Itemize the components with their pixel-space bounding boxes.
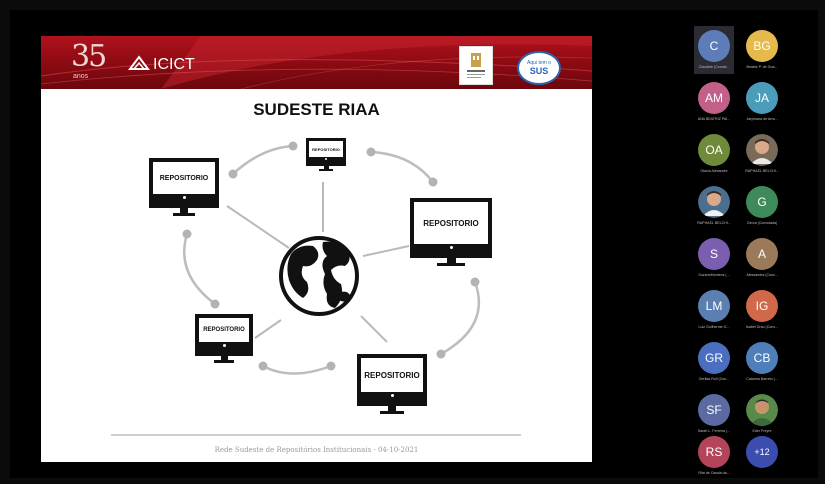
participant-name: RAPHAEL BELCHI... bbox=[697, 221, 731, 225]
building-icon bbox=[467, 53, 485, 78]
connector-lines bbox=[226, 182, 410, 343]
more-participants-button[interactable]: +12 bbox=[742, 432, 782, 480]
outer-arcs bbox=[183, 144, 481, 375]
avatar: C bbox=[698, 30, 730, 62]
participant-tile[interactable]: RAPHAEL BELCHI... bbox=[742, 130, 782, 178]
arc-endpoints bbox=[182, 141, 480, 371]
avatar: S bbox=[698, 238, 730, 270]
participant-name: Alessandra (Conv... bbox=[746, 273, 778, 277]
fiocruz-35-logo: 35 anos bbox=[71, 39, 107, 81]
icict-logo-icon bbox=[128, 55, 150, 70]
participant-tile[interactable]: SF Sarah L. Ferreira (... bbox=[694, 390, 734, 438]
globe-icon bbox=[279, 236, 359, 316]
participant-tile[interactable]: C Claudete (Convid... bbox=[694, 26, 734, 74]
avatar: SF bbox=[698, 394, 730, 426]
repository-monitor-3: REPOSITORIO bbox=[410, 198, 492, 266]
participant-tile[interactable]: RAPHAEL BELCHI... bbox=[694, 182, 734, 230]
participant-name: Catarina Barreto (... bbox=[746, 377, 778, 381]
participant-name: Jarymana de Arra... bbox=[746, 117, 778, 121]
repository-monitor-4: REPOSITORIO bbox=[195, 314, 253, 363]
logo-number: 35 bbox=[71, 39, 107, 74]
sus-badge: Aqui tem o SUS bbox=[517, 51, 561, 85]
avatar: LM bbox=[698, 290, 730, 322]
participant-name: Beatriz P. de Gua... bbox=[746, 65, 778, 69]
participant-tile[interactable]: GR Gerilda Roll (Con... bbox=[694, 338, 734, 386]
avatar: GR bbox=[698, 342, 730, 374]
slide-footer: Rede Sudeste de Repositórios Institucion… bbox=[214, 446, 419, 454]
participant-name: Luiz Guilherme G... bbox=[698, 325, 730, 329]
participant-tile[interactable]: G Gerva (Convidada) bbox=[742, 182, 782, 230]
participant-photo bbox=[698, 186, 730, 218]
repository-label: REPOSITORIO bbox=[309, 141, 343, 157]
participant-tile[interactable]: S SuzaneMontens (... bbox=[694, 234, 734, 282]
participant-tile[interactable]: IG Isabel Grau (Conv... bbox=[742, 286, 782, 334]
repository-monitor-1: REPOSITORIO bbox=[149, 158, 219, 216]
logo-anos: anos bbox=[73, 73, 89, 80]
repository-monitor-5: REPOSITORIO bbox=[357, 354, 427, 414]
participant-name: RAPHAEL BELCHI... bbox=[745, 169, 779, 173]
avatar: JA bbox=[746, 82, 778, 114]
repository-label: REPOSITORIO bbox=[414, 202, 488, 244]
participant-name: SuzaneMontens (... bbox=[698, 273, 730, 277]
avatar: IG bbox=[746, 290, 778, 322]
avatar: RS bbox=[698, 436, 730, 468]
participant-tile[interactable]: CB Catarina Barreto (... bbox=[742, 338, 782, 386]
participant-tile[interactable]: LM Luiz Guilherme G... bbox=[694, 286, 734, 334]
participant-tile[interactable]: Eder Freyre bbox=[742, 390, 782, 438]
participant-tile[interactable]: RS Rita de Cassia da... bbox=[694, 432, 734, 480]
participant-name: Otavio Alexandre bbox=[700, 169, 728, 173]
participant-name: Isabel Grau (Conv... bbox=[746, 325, 778, 329]
participant-photo bbox=[746, 394, 778, 426]
participant-name: Gerilda Roll (Con... bbox=[698, 377, 730, 381]
institution-badge bbox=[459, 46, 493, 85]
participant-tile[interactable]: BG Beatriz P. de Gua... bbox=[742, 26, 782, 74]
footer-divider bbox=[111, 434, 521, 436]
sus-badge-top: Aqui tem o bbox=[527, 60, 551, 66]
shared-slide: 35 anos ICICT Aqui tem o SUS SUDESTE RIA… bbox=[41, 36, 592, 462]
avatar: BG bbox=[746, 30, 778, 62]
sus-badge-label: SUS bbox=[529, 66, 549, 76]
network-diagram bbox=[182, 141, 481, 375]
participant-tile[interactable]: JA Jarymana de Arra... bbox=[742, 78, 782, 126]
slide-title: SUDESTE RIAA bbox=[253, 100, 380, 119]
participant-name: ANA BEATRIZ PAI... bbox=[697, 117, 731, 121]
avatar: A bbox=[746, 238, 778, 270]
repository-label: REPOSITORIO bbox=[199, 318, 249, 342]
repository-monitor-2: REPOSITORIO bbox=[306, 138, 346, 171]
slide-header: 35 anos ICICT Aqui tem o SUS bbox=[41, 36, 592, 89]
repository-label: REPOSITORIO bbox=[153, 162, 215, 194]
more-participants-count: +12 bbox=[746, 436, 778, 468]
participant-tile[interactable]: OA Otavio Alexandre bbox=[694, 130, 734, 178]
participant-tile[interactable]: A Alessandra (Conv... bbox=[742, 234, 782, 282]
avatar: G bbox=[746, 186, 778, 218]
participant-tile[interactable]: AM ANA BEATRIZ PAI... bbox=[694, 78, 734, 126]
participant-photo bbox=[746, 134, 778, 166]
avatar: CB bbox=[746, 342, 778, 374]
participant-name: Gerva (Convidada) bbox=[746, 221, 778, 225]
participant-name: Rita de Cassia da... bbox=[698, 471, 730, 475]
repository-label: REPOSITORIO bbox=[361, 358, 423, 392]
avatar: AM bbox=[698, 82, 730, 114]
participant-name: Claudete (Convid... bbox=[698, 65, 730, 69]
avatar: OA bbox=[698, 134, 730, 166]
icict-logo-text: ICICT bbox=[153, 56, 195, 73]
